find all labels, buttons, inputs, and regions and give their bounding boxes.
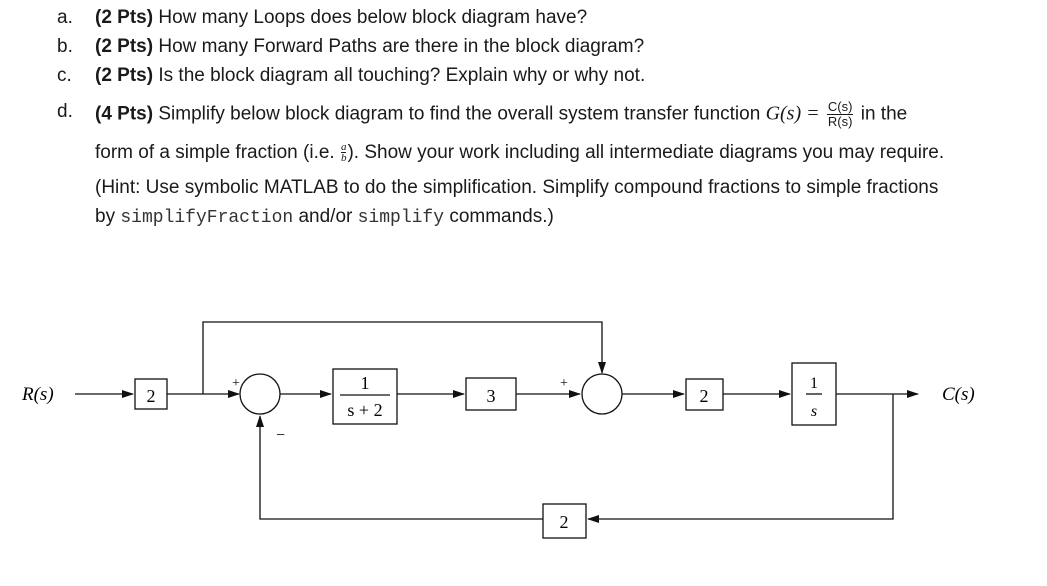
summing-junction-2: [581, 373, 623, 415]
line4-mid: and/or: [293, 206, 358, 227]
transfer-block-1-over-s-plus-2: [332, 368, 398, 425]
question-d-after: in the: [855, 103, 908, 125]
question-a-text: How many Loops does below block diagram …: [153, 7, 588, 28]
line4-post: commands.): [444, 206, 554, 227]
question-c-points: (2 Pts): [95, 65, 154, 86]
integrator-numerator: 1: [810, 375, 818, 392]
simplifyfraction-command: simplifyFraction: [120, 208, 294, 228]
question-d-points: (4 Pts): [95, 103, 154, 125]
line2-post: ). Show your work including all intermed…: [347, 142, 945, 163]
block3-value: 3: [487, 386, 496, 406]
question-d-text: Simplify below block diagram to find the…: [153, 103, 766, 125]
question-b-text: How many Forward Paths are there in the …: [153, 36, 645, 57]
line2-pre: form of a simple fraction (i.e.: [95, 142, 340, 163]
fraction-numerator: C(s): [826, 99, 854, 115]
block1-denominator: s + 2: [347, 400, 382, 420]
fraction-denominator: R(s): [827, 114, 853, 129]
equals-sign: =: [801, 102, 820, 125]
output-label: C(s): [942, 384, 975, 405]
feedback-gain-block: [542, 503, 587, 539]
sum2-plus-sign: +: [560, 376, 568, 391]
question-c-text: Is the block diagram all touching? Expla…: [153, 65, 646, 86]
input-label: R(s): [21, 384, 54, 405]
question-b-label: b.: [57, 36, 73, 57]
question-d-line4: by simplifyFraction and/or simplify comm…: [95, 205, 554, 230]
simplify-command: simplify: [357, 208, 445, 228]
question-a-label: a.: [57, 7, 73, 28]
sum1-minus-sign: −: [276, 427, 285, 444]
feedforward-path: [202, 321, 606, 394]
feedback-path-left: [256, 415, 543, 520]
question-c-label: c.: [57, 65, 72, 86]
line4-pre: by: [95, 206, 121, 227]
sum1-plus-sign: +: [232, 376, 240, 391]
transfer-function-symbol: G(s): [765, 102, 802, 125]
cs-over-rs-fraction: C(s)R(s): [826, 99, 854, 129]
feedback-gain-value: 2: [560, 512, 569, 532]
a-over-b-denominator: b: [340, 152, 347, 165]
feedback-path-right: [587, 394, 894, 523]
question-b-points: (2 Pts): [95, 36, 154, 57]
block1-numerator: 1: [361, 373, 370, 393]
integrator-denominator: s: [811, 403, 817, 420]
output-gain-value: 2: [700, 386, 709, 406]
question-d-line3: (Hint: Use symbolic MATLAB to do the sim…: [95, 177, 939, 198]
question-d-label: d.: [57, 101, 73, 122]
summing-junction-1: [239, 373, 281, 415]
input-gain-value: 2: [147, 386, 156, 406]
question-a-points: (2 Pts): [95, 7, 154, 28]
a-over-b-numerator: a: [340, 141, 347, 154]
